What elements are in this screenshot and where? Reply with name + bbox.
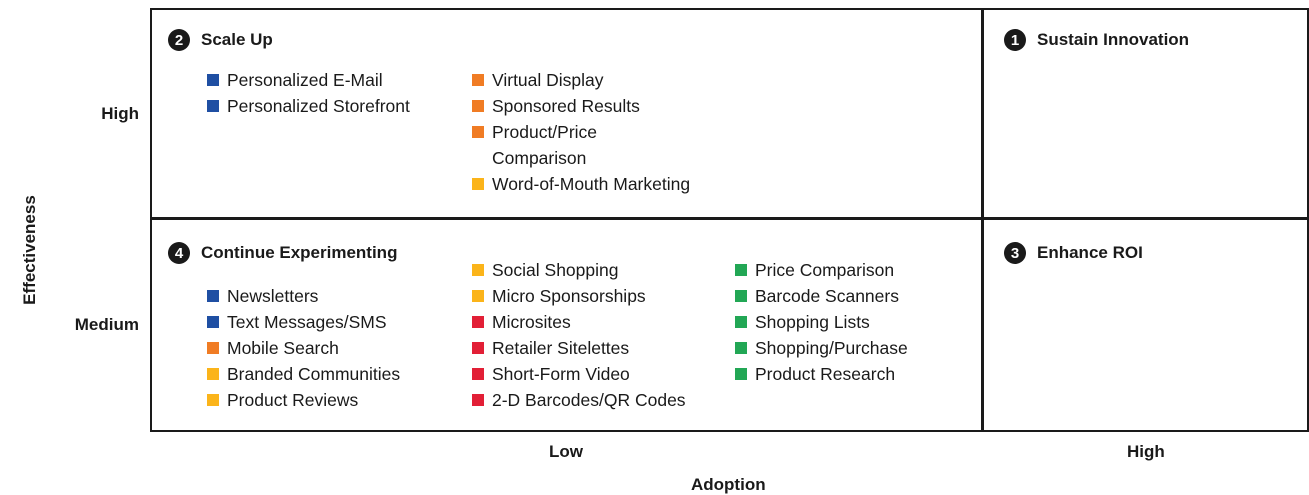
color-swatch-icon: [472, 290, 484, 302]
list-item: Retailer Sitelettes: [472, 335, 732, 361]
color-swatch-icon: [472, 316, 484, 328]
list-item: Shopping Lists: [735, 309, 995, 335]
list-item: Personalized Storefront: [207, 93, 467, 119]
list-item: Product Research: [735, 361, 995, 387]
list-item: Virtual Display: [472, 67, 732, 93]
list-item-label: Retailer Sitelettes: [492, 338, 630, 358]
quadrant-number-badge: 4: [168, 242, 190, 264]
list-item-label: Newsletters: [227, 286, 319, 306]
quadrant-title: Enhance ROI: [1037, 243, 1143, 262]
list-item: Text Messages/SMS: [207, 309, 467, 335]
list-item-label: Text Messages/SMS: [227, 312, 387, 332]
quadrant-title: Sustain Innovation: [1037, 30, 1190, 49]
x-tick-high: High: [1127, 442, 1165, 461]
y-tick-high: High: [101, 104, 139, 123]
list-item: Personalized E-Mail: [207, 67, 467, 93]
list-item: Sponsored Results: [472, 93, 732, 119]
list-item: Product/Price Comparison: [472, 119, 732, 171]
color-swatch-icon: [207, 368, 219, 380]
list-item: Microsites: [472, 309, 732, 335]
list-item-label: Product Reviews: [227, 390, 359, 410]
list-item: Social Shopping: [472, 257, 732, 283]
color-swatch-icon: [472, 368, 484, 380]
color-swatch-icon: [207, 394, 219, 406]
list-item-label: Shopping/Purchase: [755, 338, 908, 358]
color-swatch-icon: [472, 178, 484, 190]
y-axis-title: Effectiveness: [20, 195, 39, 305]
color-swatch-icon: [735, 342, 747, 354]
color-swatch-icon: [735, 264, 747, 276]
quadrant-enhance-roi-header: 3 Enhance ROI: [1004, 242, 1143, 264]
list-item: Barcode Scanners: [735, 283, 995, 309]
quadrant-number-badge: 1: [1004, 29, 1026, 51]
color-swatch-icon: [207, 316, 219, 328]
y-tick-medium: Medium: [74, 315, 139, 334]
list-item-label: Social Shopping: [492, 260, 619, 280]
list-item-label: 2-D Barcodes/QR Codes: [492, 390, 686, 410]
quadrant-number-badge: 2: [168, 29, 190, 51]
list-item-label: Barcode Scanners: [755, 286, 899, 306]
x-axis-title: Adoption: [691, 475, 766, 494]
list-item-label: Branded Communities: [227, 364, 401, 384]
color-swatch-icon: [207, 100, 219, 112]
list-item-label: Microsites: [492, 312, 571, 332]
list-item: Short-Form Video: [472, 361, 732, 387]
vertical-divider: [981, 10, 984, 430]
quadrant-continue-experimenting-header: 4 Continue Experimenting: [168, 242, 397, 264]
quadrant-title: Scale Up: [201, 30, 273, 49]
list-item: Mobile Search: [207, 335, 467, 361]
list-item: Newsletters: [207, 283, 467, 309]
list-item-label: Micro Sponsorships: [492, 286, 646, 306]
color-swatch-icon: [472, 394, 484, 406]
list-item-label: Mobile Search: [227, 338, 339, 358]
list-item-label: Word-of-Mouth Marketing: [492, 174, 691, 194]
quadrant-title: Continue Experimenting: [201, 243, 398, 262]
x-tick-low: Low: [549, 442, 583, 461]
list-item: Word-of-Mouth Marketing: [472, 171, 732, 197]
color-swatch-icon: [472, 74, 484, 86]
color-swatch-icon: [472, 100, 484, 112]
list-item-label: Shopping Lists: [755, 312, 870, 332]
horizontal-divider: [152, 217, 1307, 220]
color-swatch-icon: [472, 126, 484, 138]
list-item-label: Virtual Display: [492, 70, 604, 90]
list-item: 2-D Barcodes/QR Codes: [472, 387, 732, 413]
color-swatch-icon: [735, 368, 747, 380]
list-item: Branded Communities: [207, 361, 467, 387]
list-item-label: Short-Form Video: [492, 364, 630, 384]
quadrant-scale-up-header: 2 Scale Up: [168, 29, 273, 51]
color-swatch-icon: [207, 74, 219, 86]
list-item-label: Product/Price Comparison: [492, 122, 598, 168]
list-item-label: Sponsored Results: [492, 96, 640, 116]
color-swatch-icon: [735, 316, 747, 328]
list-item-label: Product Research: [755, 364, 896, 384]
list-item-label: Price Comparison: [755, 260, 895, 280]
color-swatch-icon: [207, 342, 219, 354]
color-swatch-icon: [472, 342, 484, 354]
list-item-label: Personalized Storefront: [227, 96, 410, 116]
color-swatch-icon: [472, 264, 484, 276]
quadrant-number-badge: 3: [1004, 242, 1026, 264]
list-item: Shopping/Purchase: [735, 335, 995, 361]
quadrant-sustain-innovation-header: 1 Sustain Innovation: [1004, 29, 1189, 51]
list-item: Micro Sponsorships: [472, 283, 732, 309]
color-swatch-icon: [735, 290, 747, 302]
list-item: Price Comparison: [735, 257, 995, 283]
list-item: Product Reviews: [207, 387, 467, 413]
color-swatch-icon: [207, 290, 219, 302]
list-item-label: Personalized E-Mail: [227, 70, 383, 90]
